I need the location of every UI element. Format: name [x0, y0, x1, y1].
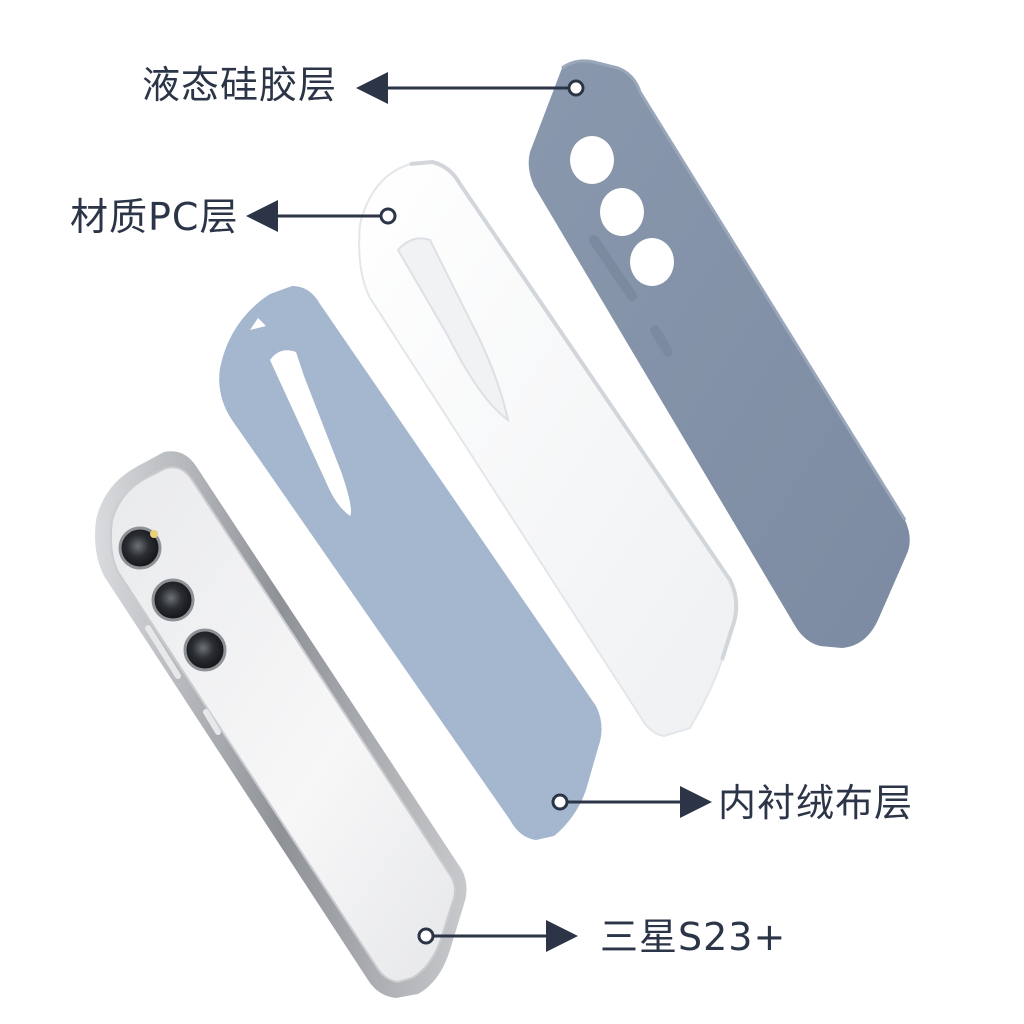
callout-dot-icon: [551, 793, 569, 811]
callout-dot-icon: [417, 927, 435, 945]
phone-body: [95, 451, 467, 999]
arrow-left-icon: [246, 200, 278, 232]
callout-pc: [246, 200, 397, 232]
arrow-right-icon: [680, 786, 712, 818]
pc-layer-label: 材质PC层: [70, 195, 239, 239]
lining-layer-label: 内衬绒布层: [718, 781, 914, 825]
callout-dot-icon: [379, 207, 397, 225]
silicone-case-layer: [528, 59, 910, 649]
flash-icon: [150, 530, 158, 538]
pc-case-layer: [358, 159, 739, 738]
callout-phone: [417, 920, 578, 952]
phone-model-label: 三星S23+: [600, 915, 787, 959]
camera-lens-icon: [151, 578, 195, 622]
volume-button: [589, 235, 637, 301]
callout-lining: [551, 786, 712, 818]
camera-cutout: [630, 238, 674, 286]
volume-button: [145, 625, 181, 679]
callout-dot-icon: [567, 79, 585, 97]
silicone-layer-label: 液态硅胶层: [142, 63, 338, 107]
camera-cutout: [570, 136, 614, 184]
camera-cutout: [270, 350, 351, 516]
arrow-right-icon: [546, 920, 578, 952]
power-button: [203, 709, 221, 735]
camera-cutout: [600, 188, 644, 236]
camera-lens-icon: [118, 526, 162, 570]
arrow-left-icon: [356, 72, 388, 104]
callout-silicone: [356, 72, 585, 104]
fabric-lining-layer: [219, 286, 602, 840]
power-button: [650, 325, 673, 357]
camera-lens-icon: [183, 628, 227, 672]
